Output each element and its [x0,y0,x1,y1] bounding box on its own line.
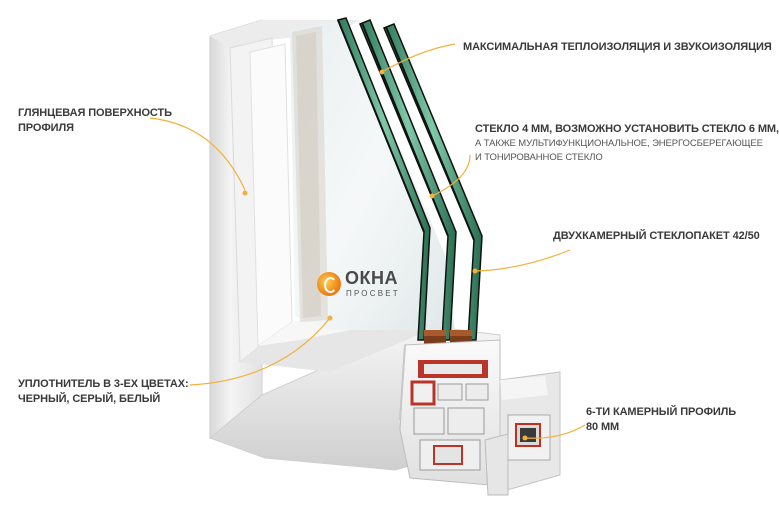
label-seal-line2: ЧЕРНЫЙ, СЕРЫЙ, БЕЛЫЙ [18,393,161,405]
label-insulation-text: МАКСИМАЛЬНАЯ ТЕПЛОИЗОЛЯЦИЯ И ЗВУКОИЗОЛЯЦ… [463,41,772,53]
label-glass-title: СТЕКЛО 4 ММ, ВОЗМОЖНО УСТАНОВИТЬ СТЕКЛО … [475,123,779,135]
label-seal: УПЛОТНИТЕЛЬ В 3-ЕХ ЦВЕТАХ: ЧЕРНЫЙ, СЕРЫЙ… [18,377,189,407]
leader-lines [149,43,586,439]
label-glazing-unit-text: ДВУХКАМЕРНЫЙ СТЕКЛОПАКЕТ 42/50 [553,230,760,242]
label-profile: 6-ТИ КАМЕРНЫЙ ПРОФИЛЬ 80 ММ [586,405,736,435]
logo-mark-icon [317,272,341,296]
label-profile-line2: 80 ММ [586,421,620,433]
label-surface-line2: ПРОФИЛЯ [18,122,74,134]
window-profile-illustration [149,17,586,496]
label-glazing-unit: ДВУХКАМЕРНЫЙ СТЕКЛОПАКЕТ 42/50 [553,229,760,244]
label-profile-line1: 6-ТИ КАМЕРНЫЙ ПРОФИЛЬ [586,406,737,418]
label-seal-line1: УПЛОТНИТЕЛЬ В 3-ЕХ ЦВЕТАХ: [18,378,189,390]
logo-word: ОКНА [345,268,398,288]
label-surface: ГЛЯНЦЕВАЯ ПОВЕРХНОСТЬ ПРОФИЛЯ [18,106,172,136]
label-glass-sub2: И ТОНИРОВАННОЕ СТЕКЛО [475,152,603,163]
label-glass: СТЕКЛО 4 ММ, ВОЗМОЖНО УСТАНОВИТЬ СТЕКЛО … [475,122,779,165]
label-insulation: МАКСИМАЛЬНАЯ ТЕПЛОИЗОЛЯЦИЯ И ЗВУКОИЗОЛЯЦ… [463,40,772,55]
label-glass-sub1: А ТАКЖЕ МУЛЬТИФУНКЦИОНАЛЬНОЕ, ЭНЕРГОСБЕР… [475,138,763,149]
logo-tagline: ПРОСВЕТ [346,289,400,298]
glass-pane [290,18,455,330]
label-surface-line1: ГЛЯНЦЕВАЯ ПОВЕРХНОСТЬ [18,107,172,119]
